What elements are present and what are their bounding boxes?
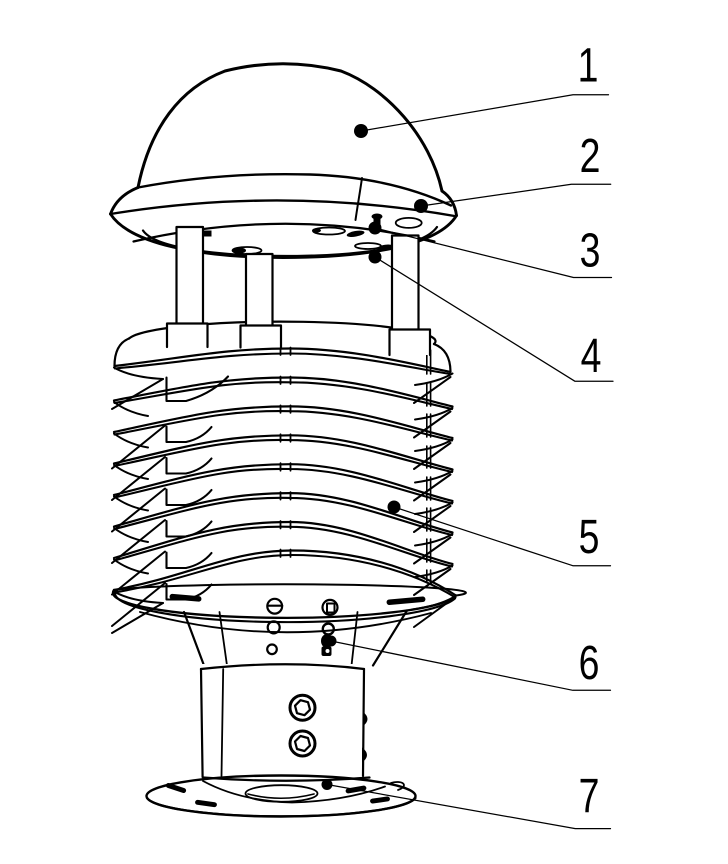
svg-text:4: 4	[581, 330, 602, 384]
svg-text:3: 3	[580, 224, 601, 278]
svg-text:5: 5	[579, 511, 600, 565]
svg-text:1: 1	[578, 39, 599, 93]
svg-text:7: 7	[579, 770, 600, 824]
svg-text:2: 2	[580, 130, 601, 184]
svg-text:6: 6	[579, 637, 600, 691]
